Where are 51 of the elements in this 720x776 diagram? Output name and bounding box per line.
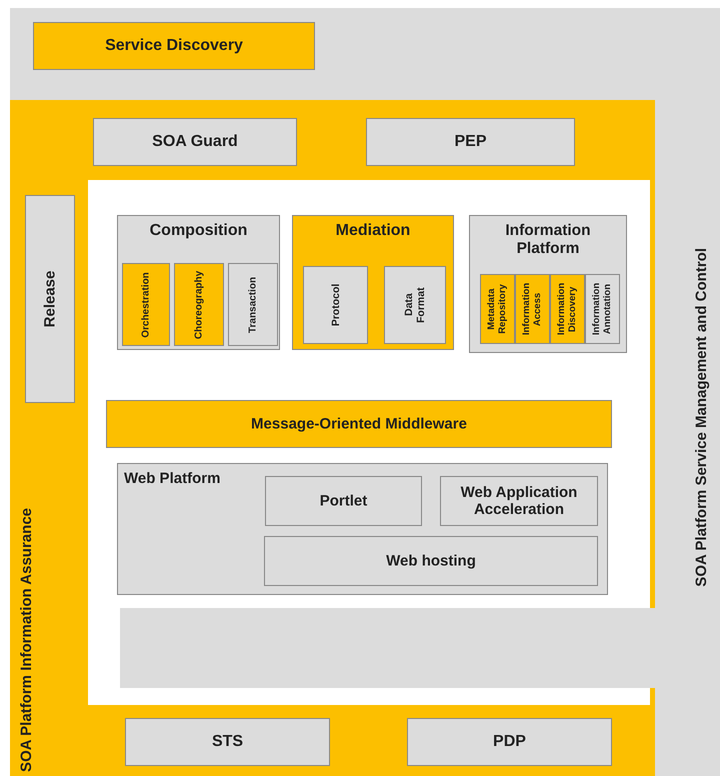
box-label: Information Discovery xyxy=(556,282,578,336)
box-label: STS xyxy=(210,732,244,752)
component-box xyxy=(585,274,620,344)
group-box xyxy=(117,215,280,350)
component-box xyxy=(264,536,598,586)
box-label: Information Annotation xyxy=(592,282,614,336)
component-box xyxy=(515,274,550,344)
management-band xyxy=(10,8,720,776)
component-box xyxy=(407,718,612,766)
group-title: Web Platform xyxy=(124,470,220,488)
box-label: PEP xyxy=(453,132,488,152)
component-box xyxy=(303,266,368,344)
component-box xyxy=(174,263,224,346)
box-label: Transaction xyxy=(247,276,259,333)
group-title: Information Platform xyxy=(504,222,592,258)
component-box xyxy=(550,274,585,344)
component-box xyxy=(440,476,598,526)
component-box xyxy=(125,718,330,766)
group-title: SOA Platform Service Management and Control xyxy=(692,248,710,587)
box-label: Protocol xyxy=(329,284,342,326)
component-box xyxy=(93,118,297,166)
component-box xyxy=(384,266,446,344)
assurance-band xyxy=(10,100,655,776)
box-label: Data Format xyxy=(402,286,428,324)
group-box xyxy=(117,463,608,595)
box-label: Portlet xyxy=(318,492,368,510)
box-label: PDP xyxy=(492,732,527,752)
component-box xyxy=(25,195,75,403)
component-box xyxy=(265,476,422,526)
box-label: Metadata Repository xyxy=(486,284,508,334)
component-box xyxy=(122,263,170,346)
component-box xyxy=(33,22,315,70)
group-box xyxy=(292,215,454,350)
management-band xyxy=(120,608,655,688)
box-label: Web hosting xyxy=(385,552,477,570)
box-label: SOA Guard xyxy=(151,132,239,152)
group-title: Mediation xyxy=(334,222,412,240)
box-label: Release xyxy=(41,270,59,328)
box-label: Message-Oriented Middleware xyxy=(250,415,468,433)
box-label: Service Discovery xyxy=(104,36,244,56)
box-label: Choreography xyxy=(193,270,205,339)
group-box xyxy=(469,215,627,353)
component-box xyxy=(366,118,575,166)
group-title: Composition xyxy=(148,222,248,240)
layer-bar xyxy=(106,400,612,448)
group-title: SOA Platform Information Assurance xyxy=(18,508,36,772)
box-label: Web Application Acceleration xyxy=(460,484,578,518)
component-box xyxy=(480,274,515,344)
box-label: Orchestration xyxy=(140,272,152,338)
component-box xyxy=(228,263,278,346)
box-label: Information Access xyxy=(522,282,544,336)
